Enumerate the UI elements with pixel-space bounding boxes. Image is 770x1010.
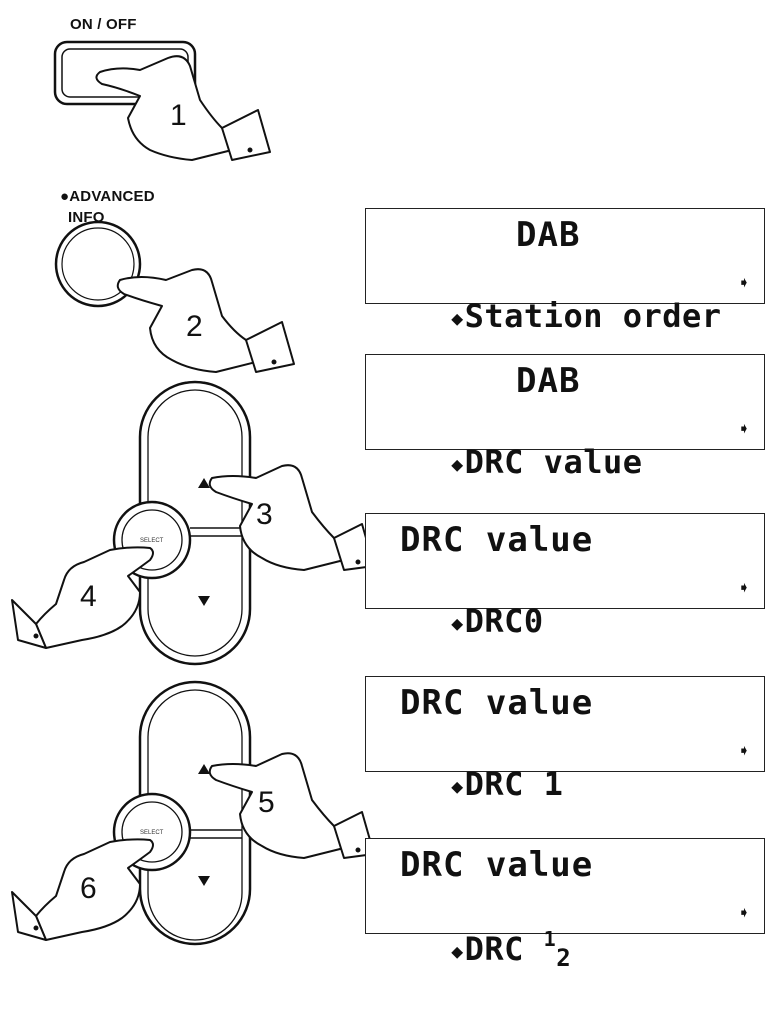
hand-icon (116, 268, 295, 373)
hand-icon (95, 55, 271, 161)
lcd-line-1: DRC value (400, 683, 594, 723)
right-arrow-icon: ➧ (737, 271, 750, 295)
navigation-pad: SELECT (112, 380, 252, 666)
lcd-line-2-text: DRC0 (464, 602, 544, 640)
hand-icon (208, 464, 375, 571)
lcd-line-2: ◆DRC 1 (372, 727, 563, 841)
lcd-line-2: ◆DRC value (372, 405, 643, 519)
lcd-line-1: DAB (516, 215, 581, 255)
left-arrow-icon: ◆ (451, 452, 464, 476)
lcd-display-5: DRC value ◆DRC 12 ➧ (365, 838, 765, 972)
lcd-display-3: DRC value ◆DRC0 ➧ (365, 513, 765, 640)
lcd-display-1: DAB ◆Station order ➧ (365, 208, 765, 335)
step-number-2: 2 (186, 310, 203, 343)
left-arrow-icon: ◆ (451, 611, 464, 635)
lcd-line-2: ◆DRC 12 (372, 889, 571, 1010)
hand-icon (208, 752, 375, 859)
left-arrow-icon: ◆ (451, 939, 464, 963)
right-arrow-icon: ➧ (737, 739, 750, 763)
select-label: SELECT (140, 538, 164, 544)
up-arrow-icon[interactable] (198, 478, 210, 488)
lcd-line-2: ◆DRC0 (372, 564, 544, 678)
lcd-line-2-text: DRC 1 (464, 765, 564, 803)
right-arrow-icon: ➧ (737, 576, 750, 600)
lcd-line-2: ◆Station order (372, 259, 722, 373)
fraction-numerator: 1 (543, 927, 557, 951)
lcd-line-2-text: Station order (464, 297, 722, 335)
down-arrow-icon[interactable] (198, 596, 210, 606)
lcd-line-2-text: DRC value (464, 443, 643, 481)
fraction-denominator: 2 (556, 944, 572, 972)
up-arrow-icon[interactable] (198, 764, 210, 774)
step-number-3: 3 (256, 498, 273, 531)
hand-icon (11, 546, 154, 649)
down-arrow-icon[interactable] (198, 876, 210, 886)
step-number-6: 6 (80, 872, 97, 905)
advanced-info-label: ●ADVANCED (60, 187, 155, 206)
step-number-5: 5 (258, 786, 275, 819)
right-arrow-icon: ➧ (737, 901, 750, 925)
left-arrow-icon: ◆ (451, 306, 464, 330)
right-arrow-icon: ➧ (737, 417, 750, 441)
hand-icon (11, 838, 154, 941)
lcd-line-1: DRC value (400, 520, 594, 560)
lcd-line-1: DAB (516, 361, 581, 401)
lcd-line-1: DRC value (400, 845, 594, 885)
select-label: SELECT (140, 830, 164, 836)
lcd-line-2-text: DRC (464, 930, 544, 968)
on-off-label: ON / OFF (70, 16, 137, 33)
lcd-display-4: DRC value ◆DRC 1 ➧ (365, 676, 765, 803)
bullet-icon: ● (60, 188, 70, 205)
left-arrow-icon: ◆ (451, 774, 464, 798)
lcd-display-2: DAB ◆DRC value ➧ (365, 354, 765, 481)
step-number-1: 1 (170, 99, 187, 132)
advanced-label-text: ADVANCED (69, 188, 155, 205)
step-number-4: 4 (80, 580, 97, 613)
radio-controls-illustration: 1 2 SELECT 3 4 (11, 40, 375, 946)
